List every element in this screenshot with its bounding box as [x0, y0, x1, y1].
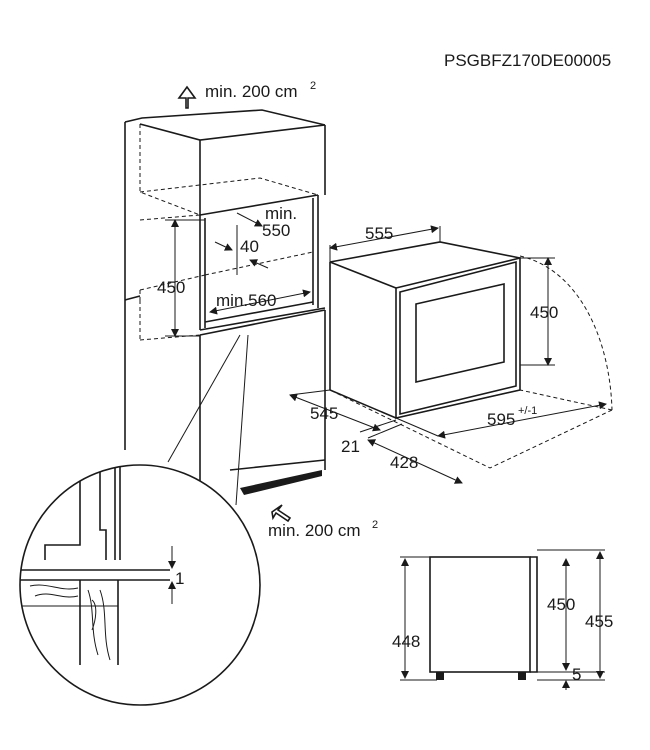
document-code: PSGBFZ170DE00005 [444, 51, 611, 70]
niche-dims [165, 212, 311, 337]
appliance [329, 241, 521, 420]
dim-555: 555 [365, 224, 393, 243]
vent-arrow-up-icon [177, 85, 197, 109]
dim-595-sup: +/-1 [518, 405, 537, 417]
dim-595: 595 [487, 410, 515, 429]
niche-min560: min.560 [216, 291, 276, 310]
callout-line-left [167, 334, 241, 463]
niche-40: 40 [240, 237, 259, 256]
side-view [400, 549, 605, 690]
dim-428: 428 [390, 453, 418, 472]
dim-450-appliance: 450 [530, 303, 558, 322]
detail-circle [19, 464, 261, 706]
side-450: 450 [547, 595, 575, 614]
callout-line-right [235, 334, 249, 506]
vent-bottom-label: min. 200 cm [268, 521, 361, 540]
niche-min-label: min. [265, 204, 297, 223]
vent-arrow-in-icon [271, 504, 292, 523]
dim-545: 545 [310, 404, 338, 423]
vent-top-sup: 2 [310, 80, 316, 92]
side-5: 5 [572, 665, 581, 684]
side-448: 448 [392, 632, 420, 651]
side-455: 455 [585, 612, 613, 631]
niche-450: 450 [157, 278, 185, 297]
vent-top-label: min. 200 cm [205, 82, 298, 101]
appliance-dims [289, 225, 613, 484]
niche-min-550: 550 [262, 221, 290, 240]
vent-bottom-sup: 2 [372, 519, 378, 531]
detail-gap-1: 1 [175, 569, 184, 588]
dim-21: 21 [341, 437, 360, 456]
